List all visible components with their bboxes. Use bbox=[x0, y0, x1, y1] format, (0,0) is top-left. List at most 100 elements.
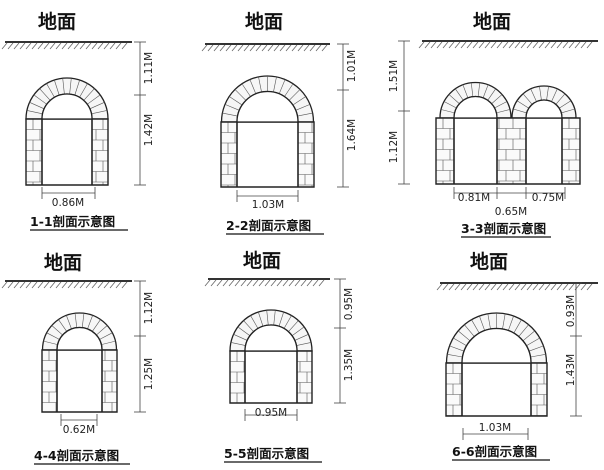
voussoir-joint bbox=[74, 313, 78, 328]
section-2-2: 地面 1.01M 1.64M 1.03M 2-2剖面示意图 bbox=[201, 10, 358, 235]
hatch-mark bbox=[514, 41, 521, 49]
voussoir-joint bbox=[26, 110, 43, 115]
hatch-mark bbox=[496, 41, 503, 49]
hatch-mark bbox=[252, 279, 259, 287]
voussoir-joint bbox=[440, 109, 455, 114]
ground-label-4: 地面 bbox=[44, 251, 82, 274]
voussoir-joint bbox=[92, 319, 101, 332]
hatch-mark bbox=[550, 283, 557, 291]
hatch-mark bbox=[85, 281, 92, 289]
voussoir-joint bbox=[283, 315, 292, 329]
voussoir-joint bbox=[46, 83, 55, 98]
section-title-5: 5-5剖面示意图 bbox=[224, 446, 309, 461]
ground-label-5: 地面 bbox=[243, 249, 281, 272]
ground-hatch-5 bbox=[204, 279, 325, 287]
hatch-mark bbox=[508, 283, 515, 291]
hatch-mark bbox=[13, 42, 20, 50]
hatch-mark bbox=[207, 44, 214, 52]
hatch-mark bbox=[538, 283, 545, 291]
hatch-mark bbox=[436, 283, 443, 291]
hatch-mark bbox=[550, 41, 557, 49]
hatch-mark bbox=[472, 41, 479, 49]
voussoir-joint bbox=[278, 79, 286, 94]
dim-lower-4: 1.25M bbox=[143, 358, 155, 390]
voussoir-joint bbox=[243, 320, 254, 332]
hatch-mark bbox=[109, 42, 116, 50]
voussoir-joint bbox=[43, 340, 58, 345]
voussoir-joint bbox=[528, 345, 544, 352]
hatch-mark bbox=[67, 42, 74, 50]
hatch-mark bbox=[568, 283, 575, 291]
hatch-mark bbox=[240, 279, 247, 287]
opening-crown bbox=[453, 95, 498, 119]
hatch-mark bbox=[79, 281, 86, 289]
voussoir-joint bbox=[487, 88, 496, 101]
voussoir-joint bbox=[508, 315, 514, 331]
opening-crown bbox=[56, 326, 103, 351]
voussoir-joint bbox=[487, 313, 491, 330]
hatch-mark bbox=[222, 279, 229, 287]
hatch-mark bbox=[103, 281, 110, 289]
hatch-mark bbox=[49, 42, 56, 50]
hatch-mark bbox=[55, 42, 62, 50]
hatch-mark bbox=[568, 41, 575, 49]
hatch-mark bbox=[472, 283, 479, 291]
voussoir-joint bbox=[471, 319, 480, 334]
voussoir-joint bbox=[449, 345, 465, 352]
ground-hatch-3 bbox=[418, 41, 593, 49]
ground-label-6: 地面 bbox=[470, 250, 508, 273]
voussoir-joint bbox=[58, 319, 67, 332]
voussoir-joint bbox=[91, 110, 108, 115]
brick-courses bbox=[26, 119, 108, 185]
hatch-mark bbox=[73, 42, 80, 50]
voussoir-joint bbox=[551, 88, 558, 102]
voussoir-joint bbox=[546, 86, 549, 101]
hatch-mark bbox=[532, 283, 539, 291]
hatch-mark bbox=[526, 41, 533, 49]
hatch-mark bbox=[442, 283, 449, 291]
voussoir-joint bbox=[69, 78, 72, 95]
tunnel-2 bbox=[220, 75, 315, 188]
dim-lower-3: 1.12M bbox=[388, 131, 400, 163]
hatch-mark bbox=[37, 42, 44, 50]
hatch-mark bbox=[97, 281, 104, 289]
hatch-mark bbox=[1, 281, 8, 289]
hatch-mark bbox=[25, 281, 32, 289]
hatch-mark bbox=[261, 44, 268, 52]
voussoir-joint bbox=[513, 319, 522, 334]
voussoir-joint bbox=[234, 89, 247, 101]
dim-width-2: 1.03M bbox=[252, 199, 284, 211]
dim-lower-5: 1.35M bbox=[343, 349, 355, 381]
wall-fill bbox=[230, 351, 312, 403]
hatch-mark bbox=[318, 279, 325, 287]
hatch-mark bbox=[91, 42, 98, 50]
dim-width-6: 1.03M bbox=[479, 422, 511, 434]
opening-crown bbox=[41, 93, 93, 120]
hatch-mark bbox=[309, 44, 316, 52]
hatch-mark bbox=[249, 44, 256, 52]
voussoir-joint bbox=[530, 354, 546, 358]
voussoir-joint bbox=[258, 311, 264, 327]
hatch-mark bbox=[562, 41, 569, 49]
hatch-mark bbox=[273, 44, 280, 52]
opening-crown bbox=[236, 90, 299, 123]
hatch-mark bbox=[115, 42, 122, 50]
tunnel-5 bbox=[229, 309, 313, 404]
tunnel-6 bbox=[445, 312, 548, 417]
voussoir-joint bbox=[455, 88, 464, 101]
brick-courses bbox=[42, 350, 117, 412]
hatch-mark bbox=[490, 41, 497, 49]
voussoir-joint bbox=[518, 324, 529, 337]
voussoir-joint bbox=[526, 337, 540, 347]
hatch-mark bbox=[121, 281, 128, 289]
voussoir-joint bbox=[222, 112, 238, 117]
hatch-mark bbox=[544, 283, 551, 291]
voussoir-joint bbox=[230, 342, 246, 346]
hatch-mark bbox=[580, 283, 587, 291]
ground-label-2: 地面 bbox=[245, 10, 283, 33]
voussoir-joint bbox=[273, 310, 276, 326]
voussoir-joint bbox=[482, 84, 489, 99]
voussoir-joint bbox=[66, 315, 72, 330]
